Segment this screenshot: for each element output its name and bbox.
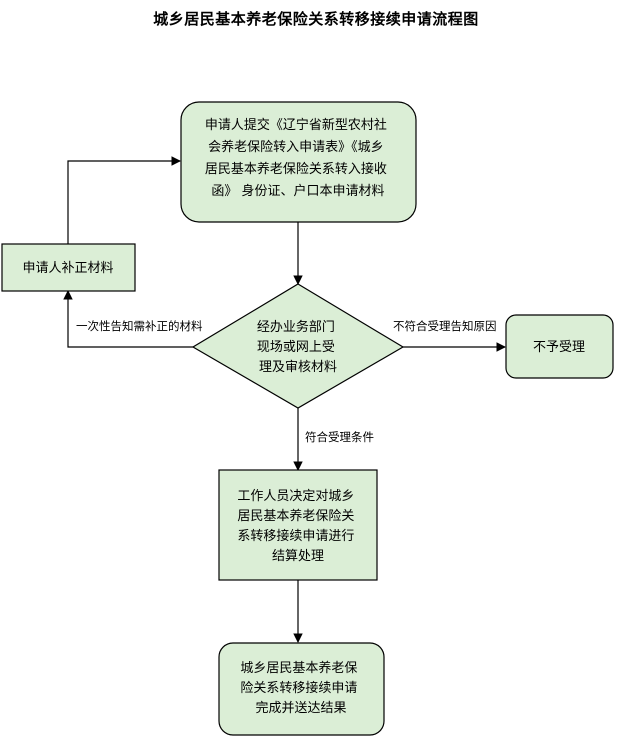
- node-review-decision: [191, 283, 405, 409]
- node-review-text: 经办业务部门 现场或网上受 理及审核材料: [257, 319, 339, 375]
- node-submit-text: 申请人提交《辽宁省新型农村社 会养老保险转入申请表》《城乡 居民基本养老保险关系…: [205, 117, 391, 199]
- node-reject: [505, 314, 614, 379]
- node-reject-text: 不予受理: [533, 340, 585, 355]
- node-supplement-text: 申请人补正材料: [22, 261, 113, 276]
- node-settlement-text: 工作人员决定对城乡 居民基本养老保险关 系转移接续申请进行 结算处理: [237, 489, 358, 564]
- edge-label-eligible: 符合受理条件: [305, 430, 374, 444]
- node-settlement: [218, 469, 378, 581]
- node-completion-text: 城乡居民基本养老保 险关系转移接续申请 完成并送达结果: [240, 660, 361, 716]
- edge-label-not-eligible: 不符合受理告知原因: [393, 319, 497, 333]
- edge-supplement-to-submit: [67, 156, 181, 244]
- edge-review-to-supplement: [63, 290, 193, 348]
- edge-label-notify-supplement: 一次性告知需补正的材料: [76, 319, 203, 333]
- node-submit-application: [180, 101, 417, 223]
- node-supplement-materials: [1, 243, 136, 292]
- node-completion: [218, 642, 385, 736]
- page-title: 城乡居民基本养老保险关系转移接续申请流程图: [153, 10, 479, 28]
